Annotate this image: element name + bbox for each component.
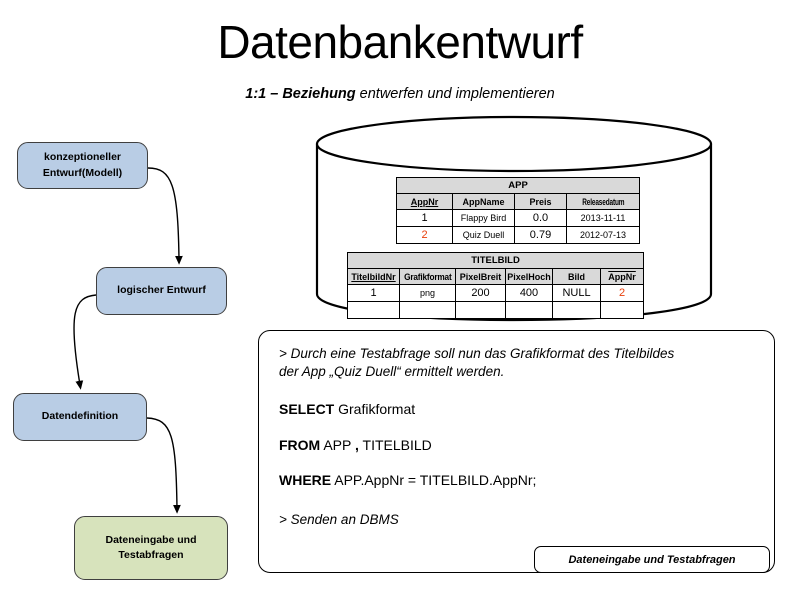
column-header-releasedatum: Releasedatum: [565, 193, 641, 210]
flow-step-label: Datendefinition: [41, 410, 119, 423]
table-caption: APP: [395, 177, 641, 194]
sql-panel: > Durch eine Testabfrage soll nun das Gr…: [258, 330, 775, 573]
flow-step-label-line2: Entwurf(Modell): [42, 166, 123, 179]
cell-bild: NULL: [552, 284, 601, 302]
column-header-appnr: AppNr: [599, 268, 645, 285]
flow-step-label-line1: konzeptioneller: [43, 151, 121, 164]
cell-pixelhoch: [505, 301, 553, 319]
cell-titelbildnr: 1: [347, 284, 400, 302]
column-header-pixelhoch: PixelHoch: [505, 268, 553, 285]
column-header-pixelbreit: PixelBreit: [455, 268, 506, 285]
page-title: Datenbankentwurf: [217, 16, 583, 68]
flow-step-dateneingabe-und-testabfragen[interactable]: Dateneingabe und Testabfragen: [74, 516, 228, 580]
sql-task-note-line1: > Durch eine Testabfrage soll nun das Gr…: [279, 346, 675, 361]
flow-step-konzeptioneller-entwurf[interactable]: konzeptioneller Entwurf(Modell): [17, 142, 148, 189]
cell-appname: Flappy Bird: [452, 209, 515, 227]
cell-grafikformat: [399, 301, 456, 319]
cell-releasedatum: 2012-07-13: [565, 226, 641, 244]
cell-pixelhoch: 400: [505, 284, 553, 302]
cell-appnr: 1: [396, 209, 453, 227]
table-caption-row: TITELBILD: [346, 252, 645, 269]
cell-pixelbreit: [455, 301, 506, 319]
sql-from-comma: ,: [355, 436, 359, 453]
flow-step-label-line1: Dateneingabe und: [105, 533, 197, 546]
flow-step-label: logischer Entwurf: [117, 284, 206, 297]
sql-keyword-select: SELECT: [279, 401, 335, 418]
sql-where-condition: APP.AppNr = TITELBILD.AppNr;: [331, 472, 537, 489]
cell-preis: 0.79: [514, 226, 567, 244]
table-app: APP AppNr AppName Preis Releasedatum 1 F…: [395, 177, 641, 244]
table-row: 2 Quiz Duell 0.79 2012-07-13: [396, 226, 641, 244]
table-row: 1 Flappy Bird 0.0 2013-11-11: [396, 209, 641, 227]
cell-grafikformat: png: [399, 284, 456, 302]
cell-titelbildnr: [347, 301, 400, 319]
subtitle-remainder: entwerfen und implementieren: [355, 86, 555, 102]
column-header-appnr: AppNr: [396, 193, 453, 210]
column-header-grafikformat: Grafikformat: [399, 268, 456, 285]
sql-task-note-line2: der App „Quiz Duell“ ermittelt werden.: [279, 364, 505, 380]
sql-select-line: SELECT Grafikformat: [279, 401, 760, 419]
column-header-titelbildnr: TitelbildNr: [347, 268, 400, 285]
table-caption: TITELBILD: [346, 252, 645, 269]
table-header-row: TitelbildNr Grafikformat PixelBreit Pixe…: [347, 268, 645, 285]
page-subtitle: 1:1 – Beziehung entwerfen und implementi…: [0, 86, 800, 102]
sql-task-note: > Durch eine Testabfrage soll nun das Gr…: [279, 345, 760, 381]
sql-where-line: WHERE APP.AppNr = TITELBILD.AppNr;: [279, 472, 760, 490]
sql-from-table-a: APP: [320, 436, 355, 453]
table-row: [347, 301, 645, 319]
cell-preis: 0.0: [514, 209, 567, 227]
flow-step-datendefinition[interactable]: Datendefinition: [13, 393, 147, 441]
table-header-row: AppNr AppName Preis Releasedatum: [396, 193, 641, 210]
table-titelbild: TITELBILD TitelbildNr Grafikformat Pixel…: [346, 252, 645, 319]
cell-pixelbreit: 200: [455, 284, 506, 302]
bottom-stage-label[interactable]: Dateneingabe und Testabfragen: [534, 546, 770, 573]
column-header-appname: AppName: [452, 193, 515, 210]
subtitle-emphasis: 1:1 – Beziehung: [245, 86, 356, 102]
cell-bild: [552, 301, 601, 319]
bottom-stage-label-text: Dateneingabe und Testabfragen: [568, 553, 736, 566]
cell-releasedatum: 2013-11-11: [565, 209, 641, 227]
cell-appnr: 2: [396, 226, 453, 244]
sql-from-line: FROM APP , TITELBILD: [279, 437, 760, 455]
column-header-bild: Bild: [552, 268, 601, 285]
flow-step-logischer-entwurf[interactable]: logischer Entwurf: [96, 267, 227, 315]
cell-appname: Quiz Duell: [452, 226, 515, 244]
column-header-preis: Preis: [514, 193, 567, 210]
sql-from-table-b: TITELBILD: [358, 436, 432, 453]
cell-appnr: 2: [599, 284, 645, 302]
sql-keyword-from: FROM: [279, 436, 321, 453]
sql-keyword-where: WHERE: [279, 472, 332, 489]
table-caption-row: APP: [395, 177, 641, 194]
flow-step-label-line2: Testabfragen: [118, 549, 184, 561]
sql-select-columns: Grafikformat: [334, 401, 416, 418]
table-row: 1 png 200 400 NULL 2: [347, 284, 645, 302]
cell-appnr: [599, 301, 645, 319]
sql-send-note: > Senden an DBMS: [279, 511, 399, 527]
